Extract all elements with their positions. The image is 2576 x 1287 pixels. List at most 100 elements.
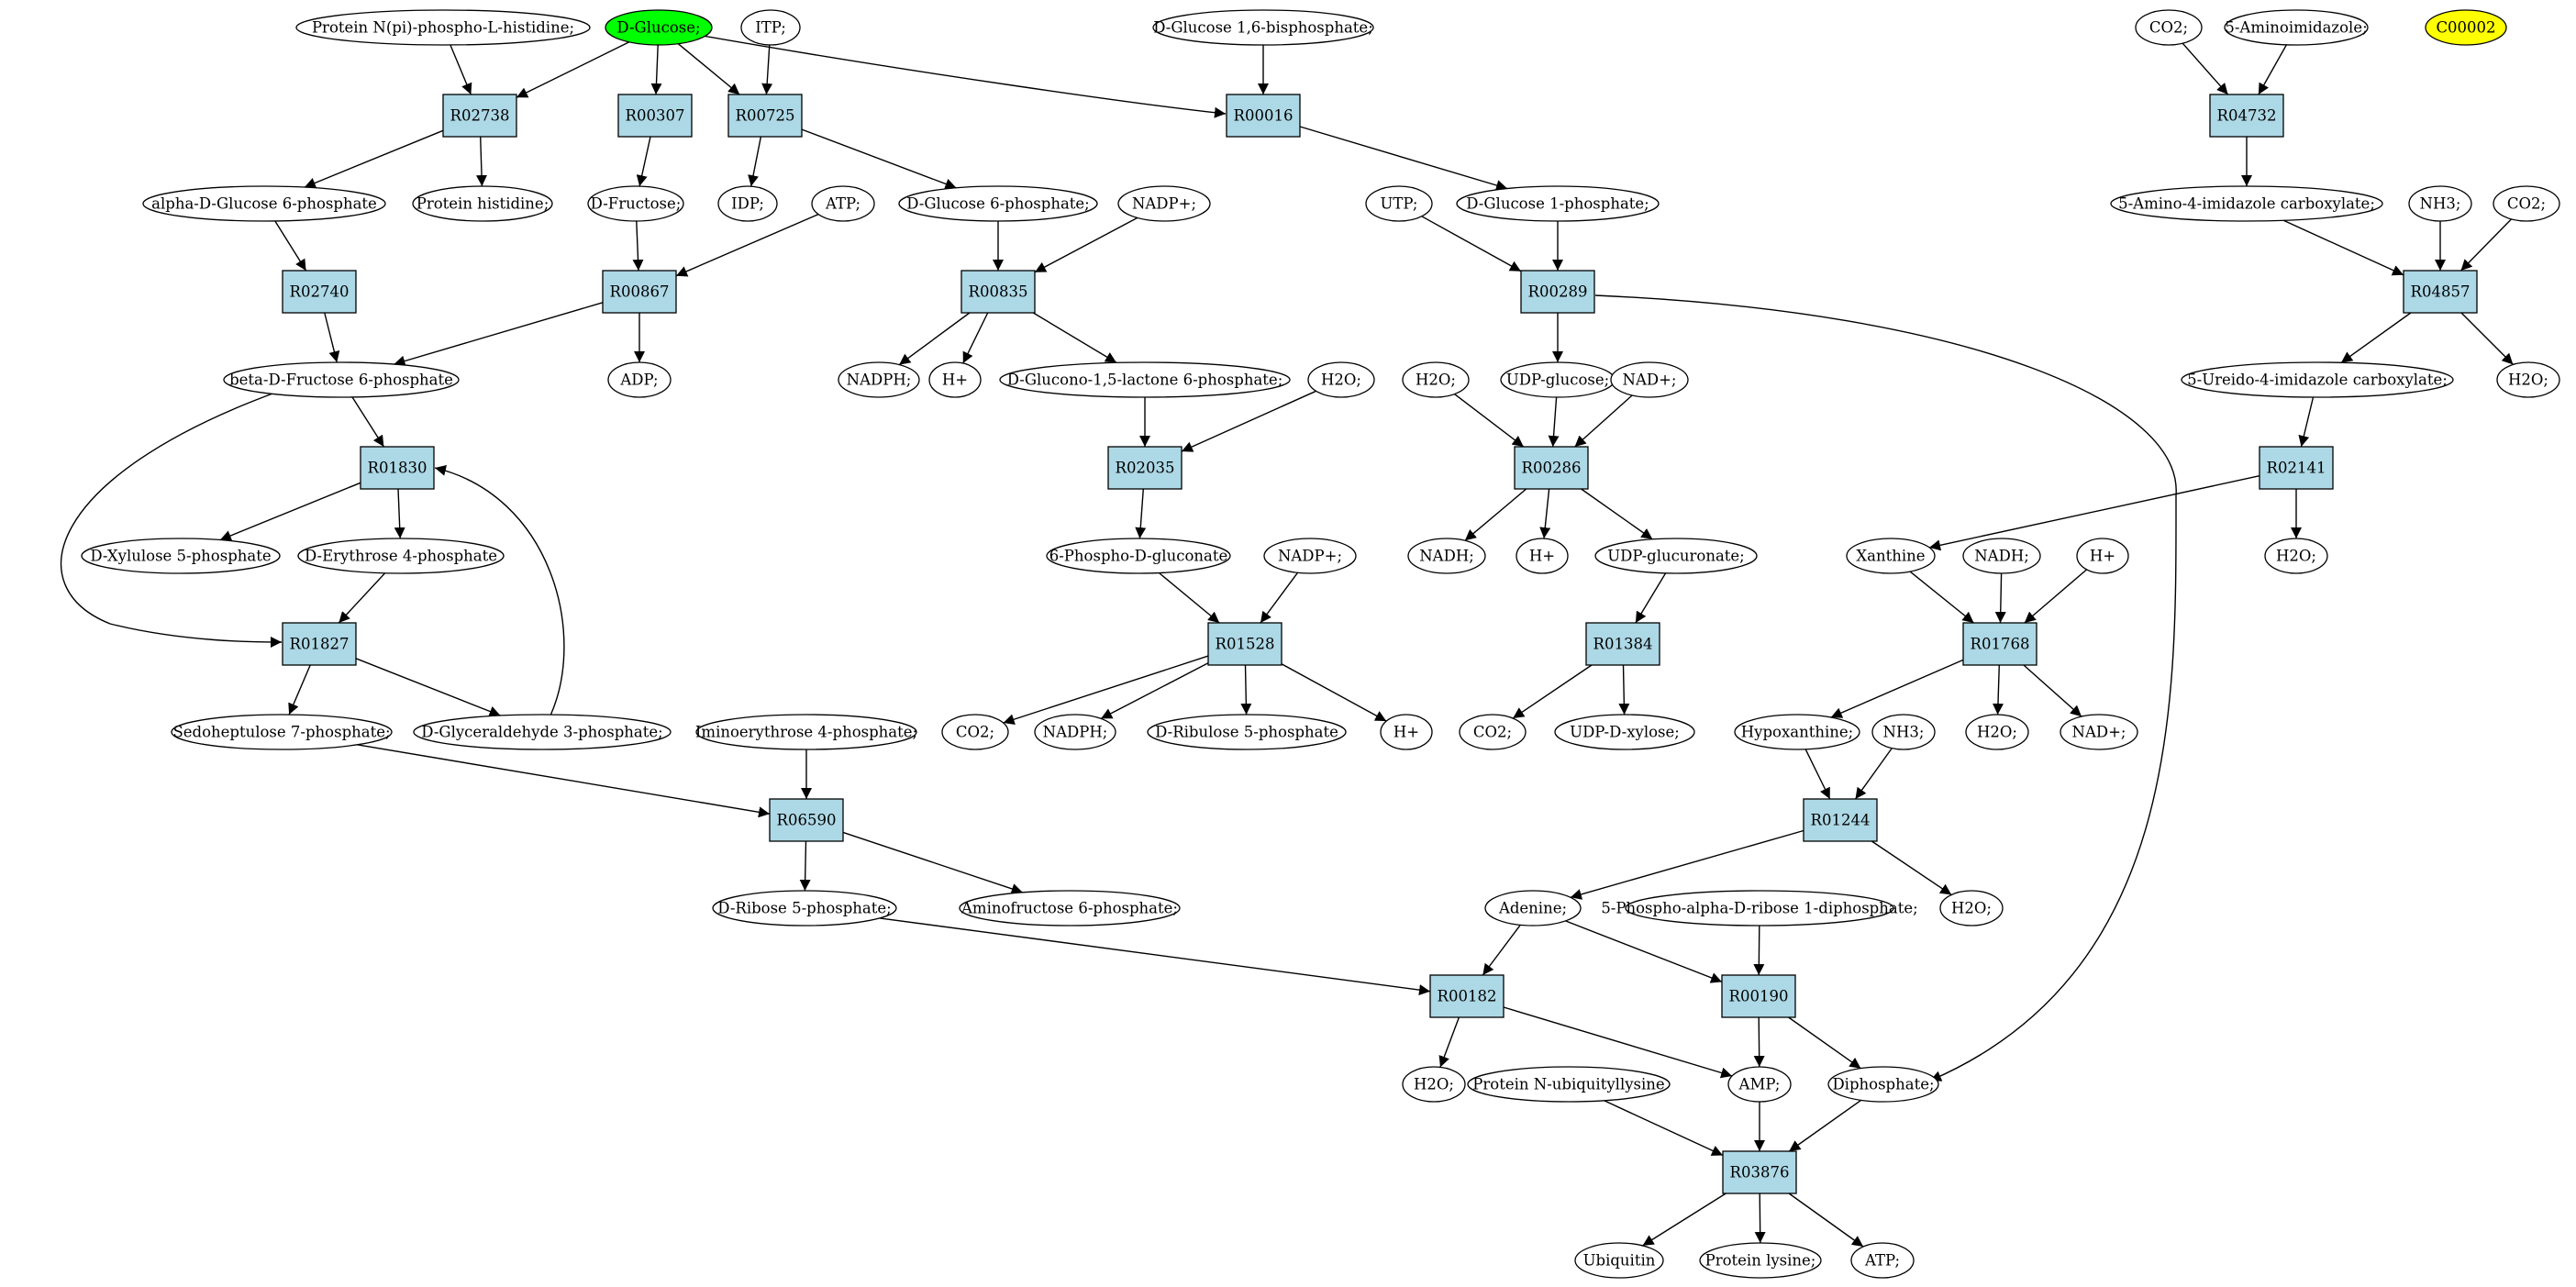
compound-node-n_nh3a[interactable]: NH3; (2408, 185, 2472, 222)
compound-node-n_h2o7[interactable]: H2O; (1402, 1066, 1466, 1103)
compound-node-n_h2[interactable]: H+ (1516, 538, 1569, 574)
reaction-box (1520, 270, 1595, 314)
node-label: 5-Amino-4-imidazole carboxylate; (2118, 195, 2375, 213)
reaction-node-r_R04732[interactable]: R04732 (2209, 94, 2284, 138)
compound-node-n_nadp1[interactable]: NADP+; (1117, 185, 1211, 222)
compound-node-n_xanthine[interactable]: Xanthine (1846, 538, 1936, 574)
node-label: R00289 (1528, 283, 1588, 301)
compound-node-n_ppi[interactable]: Diphosphate; (1827, 1066, 1939, 1103)
compound-node-n_h2o6[interactable]: H2O; (1939, 890, 2004, 926)
compound-node-n_g3p[interactable]: D-Glyceraldehyde 3-phosphate; (413, 714, 672, 750)
compound-node-n_atp1[interactable]: ATP; (811, 185, 875, 222)
compound-node-n_6pg[interactable]: 6-Phospho-D-gluconate (1046, 538, 1231, 574)
reaction-node-r_R00725[interactable]: R00725 (727, 94, 803, 138)
compound-node-n_ag6p[interactable]: alpha-D-Glucose 6-phosphate (142, 185, 386, 222)
reaction-node-r_R00016[interactable]: R00016 (1226, 94, 1301, 138)
edge-r_R06590-to-n_af6p (842, 831, 1023, 894)
reaction-node-r_R01384[interactable]: R01384 (1585, 622, 1660, 666)
compound-node-n_s7p[interactable]: Sedoheptulose 7-phosphate; (171, 714, 393, 750)
compound-node-n_dg16bp[interactable]: D-Glucose 1,6-bisphosphate; (1152, 9, 1374, 46)
reaction-node-r_R02141[interactable]: R02141 (2259, 446, 2334, 490)
compound-node-n_co2b[interactable]: CO2; (2493, 185, 2560, 222)
compound-node-n_nad1[interactable]: NAD+; (1610, 361, 1689, 398)
compound-node-n_af6p[interactable]: Aminofructose 6-phosphate; (959, 890, 1181, 926)
compound-node-n_dg6p[interactable]: D-Glucose 6-phosphate; (898, 185, 1098, 222)
compound-node-n_ubq[interactable]: Ubiquitin (1574, 1242, 1664, 1279)
compound-node-n_h2o2[interactable]: H2O; (1402, 361, 1470, 398)
reaction-node-r_R00307[interactable]: R00307 (617, 94, 693, 138)
edge-r_R01768-to-n_hypox (1830, 659, 1964, 718)
edge-n_ppi-to-r_R03876 (1788, 1099, 1862, 1152)
compound-node-n_h2o3[interactable]: H2O; (2496, 361, 2560, 398)
reaction-node-r_R00835[interactable]: R00835 (960, 270, 1036, 314)
compound-node-n_co2a[interactable]: CO2; (2135, 9, 2203, 46)
compound-node-n_prpp[interactable]: 5-Phospho-alpha-D-ribose 1-diphosphate; (1601, 890, 1918, 926)
compound-node-n_co2d[interactable]: CO2; (1459, 714, 1527, 750)
compound-node-n_pnphis[interactable]: Protein N(pi)-phospho-L-histidine; (295, 9, 591, 46)
compound-node-n_protlys[interactable]: Protein lysine; (1699, 1242, 1822, 1279)
compound-node-n_ie4p[interactable]: Iminoerythrose 4-phosphate; (695, 714, 917, 750)
reaction-node-r_R01827[interactable]: R01827 (282, 622, 357, 666)
compound-node-n_aminoimid[interactable]: 5-Aminoimidazole; (2224, 9, 2369, 46)
compound-node-n_dru5p[interactable]: D-Ribulose 5-phosphate (1147, 714, 1347, 750)
compound-node-n_nh3b[interactable]: NH3; (1871, 714, 1936, 750)
compound-node-n_dglc[interactable]: D-Glucose; (605, 9, 713, 46)
reaction-node-r_R02035[interactable]: R02035 (1107, 446, 1183, 490)
reaction-node-r_R00289[interactable]: R00289 (1520, 270, 1595, 314)
compound-node-n_dxyl5p[interactable]: D-Xylulose 5-phosphate (81, 538, 281, 574)
compound-node-n_aicarb[interactable]: 5-Amino-4-imidazole carboxylate; (2110, 185, 2383, 222)
compound-node-n_idp[interactable]: IDP; (717, 185, 778, 222)
compound-node-n_dgl15l[interactable]: D-Glucono-1,5-lactone 6-phosphate; (999, 361, 1291, 398)
compound-node-n_h2o4[interactable]: H2O; (2264, 538, 2328, 574)
compound-node-n_udpxyl[interactable]: UDP-D-xylose; (1554, 714, 1695, 750)
compound-node-n_pnubi[interactable]: Protein N-ubiquityllysine (1467, 1066, 1671, 1103)
reaction-node-r_R04857[interactable]: R04857 (2403, 270, 2478, 314)
reaction-node-r_R00182[interactable]: R00182 (1429, 974, 1505, 1018)
compound-node-n_bf6p[interactable]: beta-D-Fructose 6-phosphate (223, 361, 460, 398)
reaction-node-r_R01244[interactable]: R01244 (1803, 798, 1878, 842)
compound-node-n_dr5p[interactable]: D-Ribose 5-phosphate; (712, 890, 897, 926)
reaction-node-r_R01528[interactable]: R01528 (1207, 622, 1282, 666)
compound-node-n_co2c[interactable]: CO2; (941, 714, 1009, 750)
compound-node-n_udpgluc[interactable]: UDP-glucuronate; (1594, 538, 1758, 574)
compound-node-n_adenine[interactable]: Adenine; (1484, 890, 1582, 926)
compound-node-n_amp[interactable]: AMP; (1727, 1066, 1792, 1103)
compound-ellipse (928, 361, 982, 398)
reaction-node-r_R00190[interactable]: R00190 (1721, 974, 1796, 1018)
compound-node-n_de4p[interactable]: D-Erythrose 4-phosphate (297, 538, 505, 574)
compound-ellipse (1871, 714, 1936, 750)
compound-node-n_nadp2[interactable]: NADP+; (1263, 538, 1357, 574)
compound-node-n_h4[interactable]: H+ (1380, 714, 1433, 750)
compound-node-n_h3[interactable]: H+ (2076, 538, 2129, 574)
compound-node-n_utp[interactable]: UTP; (1365, 185, 1433, 222)
reaction-node-r_R02738[interactable]: R02738 (442, 94, 517, 138)
compound-node-n_nadh1[interactable]: NADH; (1407, 538, 1486, 574)
compound-node-n_h1[interactable]: H+ (928, 361, 982, 398)
reaction-node-r_R00286[interactable]: R00286 (1514, 446, 1589, 490)
compound-node-n_nadph1[interactable]: NADPH; (838, 361, 920, 398)
compound-node-n_nad2[interactable]: NAD+; (2060, 714, 2138, 750)
compound-node-n_adp[interactable]: ADP; (607, 361, 672, 398)
compound-node-n_dfru[interactable]: D-Fructose; (587, 185, 684, 222)
compound-node-n_nadph2[interactable]: NADPH; (1034, 714, 1116, 750)
compound-node-n_h2o1[interactable]: H2O; (1307, 361, 1375, 398)
reaction-node-r_R02740[interactable]: R02740 (282, 270, 357, 314)
compound-node-n_prothis[interactable]: Protein histidine; (412, 185, 553, 222)
edge-r_R00286-to-n_h2 (1539, 488, 1551, 539)
compound-node-n_udpglc[interactable]: UDP-glucose; (1500, 361, 1616, 398)
compound-node-n_hypox[interactable]: Hypoxanthine; (1734, 714, 1860, 750)
compound-node-n_ureido[interactable]: 5-Ureido-4-imidazole carboxylate; (2181, 361, 2454, 398)
compound-node-n_h2o5[interactable]: H2O; (1965, 714, 2029, 750)
compound-node-n_nadh2[interactable]: NADH; (1962, 538, 2041, 574)
reaction-node-r_R01830[interactable]: R01830 (360, 446, 435, 490)
compound-node-n_dg1p[interactable]: D-Glucose 1-phosphate; (1456, 185, 1660, 222)
reaction-node-r_R03876[interactable]: R03876 (1722, 1150, 1797, 1194)
node-label: D-Ribose 5-phosphate; (717, 900, 891, 917)
compound-node-n_c00002[interactable]: C00002 (2425, 9, 2507, 46)
compound-node-n_atp2[interactable]: ATP; (1850, 1242, 1915, 1279)
reaction-node-r_R06590[interactable]: R06590 (769, 798, 844, 842)
compound-node-n_itp[interactable]: ITP; (740, 9, 801, 46)
reaction-node-r_R01768[interactable]: R01768 (1962, 622, 2037, 666)
reaction-node-r_R00867[interactable]: R00867 (602, 270, 677, 314)
edge-n_itp-to-r_R00725 (761, 44, 773, 95)
